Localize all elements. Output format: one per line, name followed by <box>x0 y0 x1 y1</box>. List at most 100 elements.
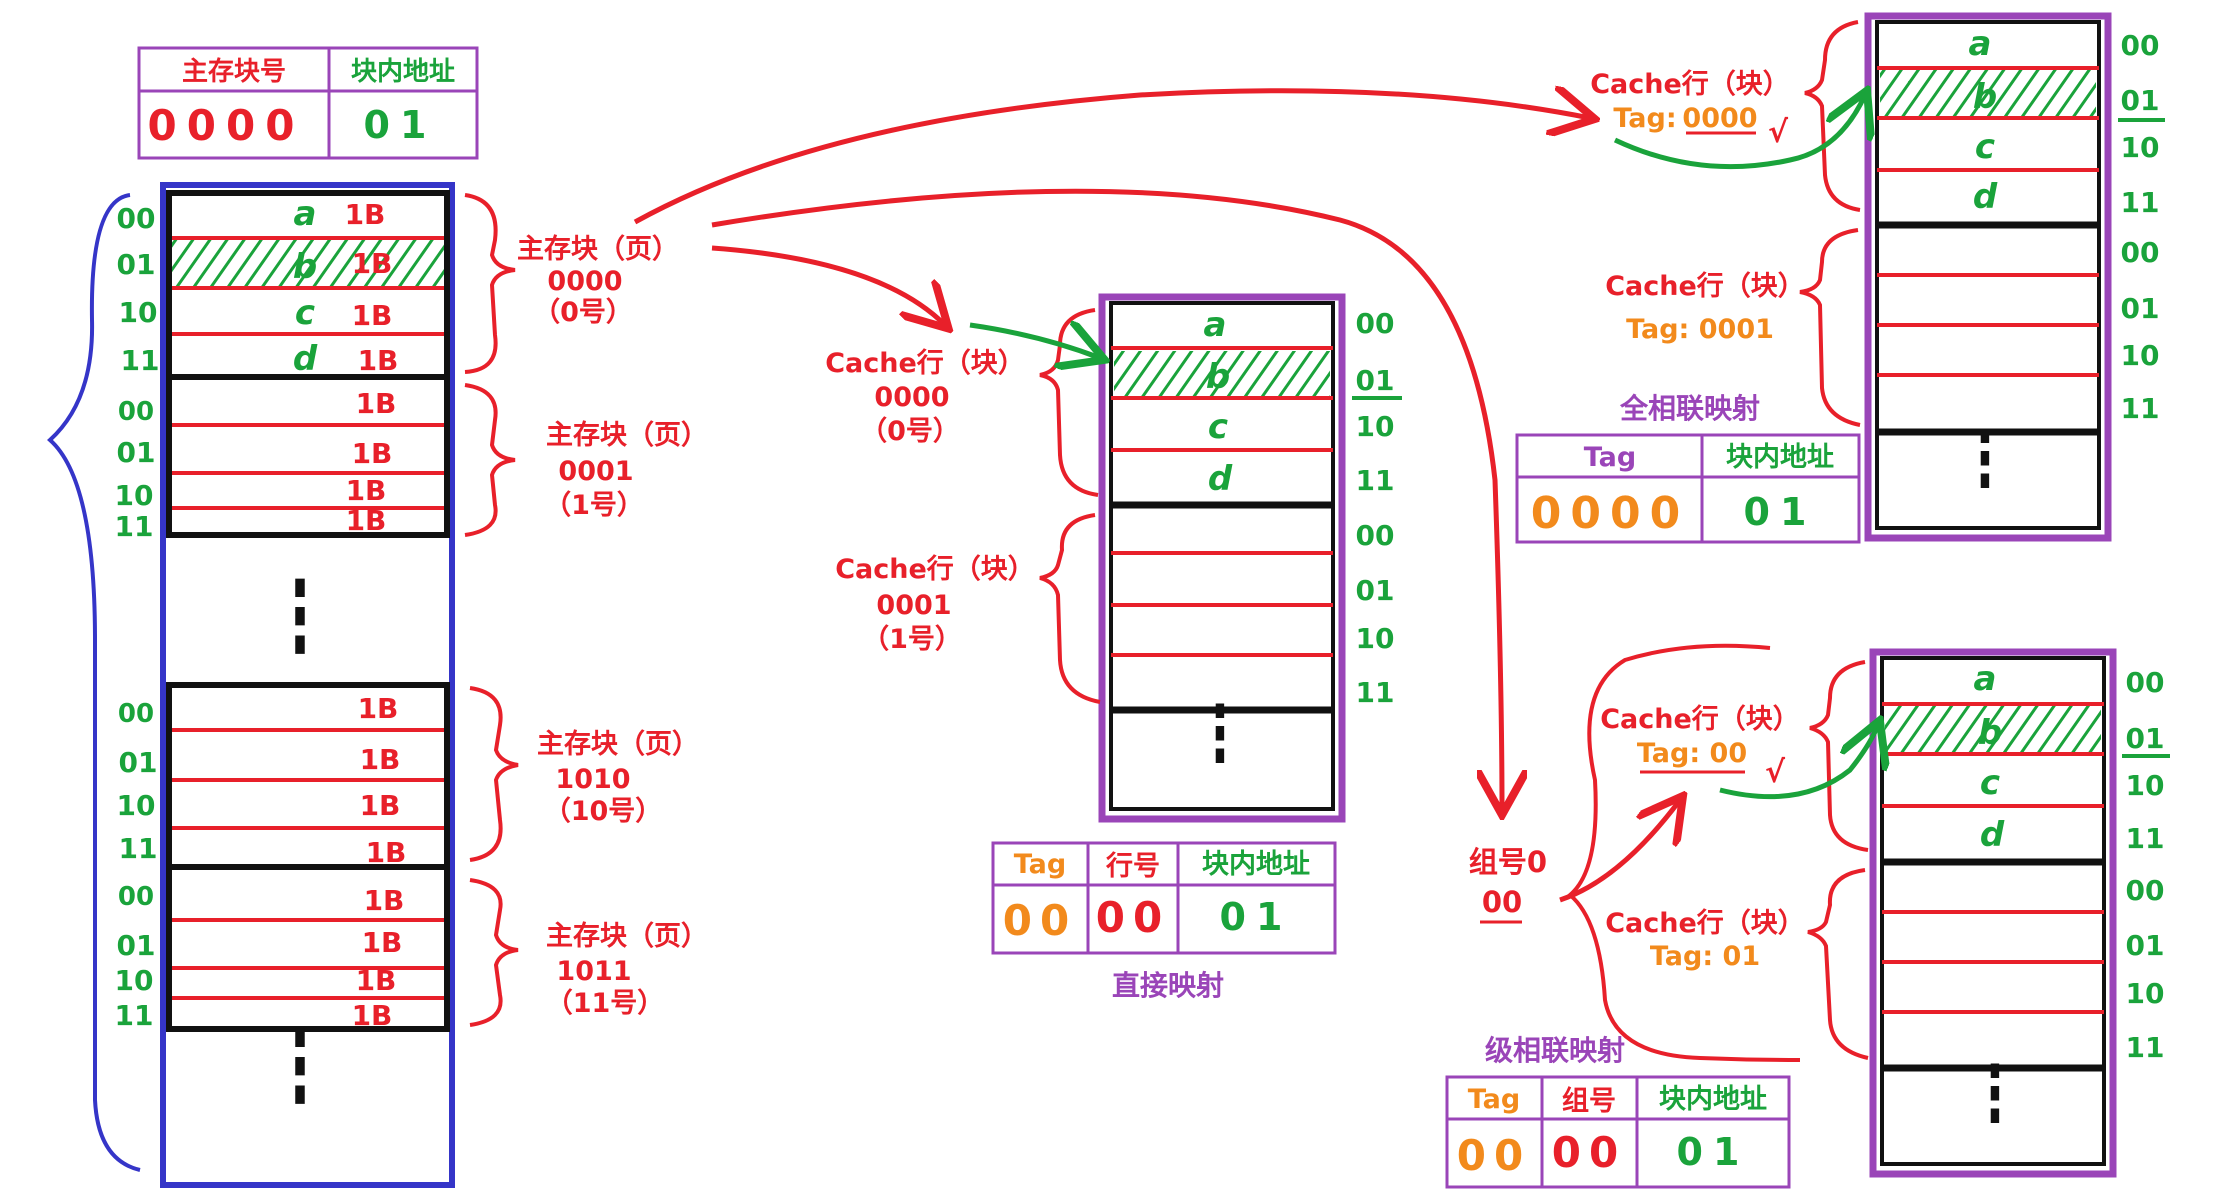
byte-label: 1B <box>360 789 401 822</box>
tag-value: 0000 <box>1531 488 1689 539</box>
offset-label: 00 <box>1356 307 1395 340</box>
tag-value: 0000 <box>1682 103 1757 134</box>
direct-address-table: Tag 行号 块内地址 00 00 01 <box>991 841 1337 955</box>
block-offset-value: 01 <box>1744 490 1817 534</box>
data-letter: d <box>1973 177 1998 217</box>
cache-line-label: Cache行（块） <box>1590 68 1790 100</box>
data-letter: b <box>1978 713 2002 753</box>
data-letter: a <box>1969 24 1992 64</box>
main-block-index: （11号） <box>546 988 665 1019</box>
main-block-number: 0001 <box>558 456 633 487</box>
byte-label: 1B <box>346 504 387 537</box>
line-number-value: 00 <box>1096 893 1170 942</box>
main-block-0: a b c d 1B 1B 1B 1B <box>166 190 450 380</box>
offset-label: 00 <box>2121 236 2160 269</box>
main-memory-offsets: 00 01 10 11 00 01 10 11 00 01 10 11 00 0… <box>115 202 160 1032</box>
block-offset-header: 块内地址 <box>1659 1084 1767 1115</box>
byte-label: 1B <box>356 387 397 420</box>
cache-line-index: （1号） <box>862 624 962 655</box>
green-arrow-full <box>1613 95 1865 170</box>
tag-prefix: Tag: <box>1613 103 1676 134</box>
block-offset-value: 01 <box>1220 895 1293 939</box>
data-letter: b <box>1206 357 1230 397</box>
offset-label: 10 <box>119 296 158 329</box>
offset-label: 00 <box>1356 519 1395 552</box>
main-block-number: 1011 <box>556 956 631 987</box>
byte-label: 1B <box>352 299 393 332</box>
offset-label: 11 <box>121 344 160 377</box>
offset-label: 10 <box>2126 977 2165 1010</box>
main-block-11: 1B 1B 1B 1B <box>166 864 450 1032</box>
offset-label: 11 <box>2121 392 2160 425</box>
main-block-index: （0号） <box>533 297 633 328</box>
offset-label: 01 <box>117 436 156 469</box>
direct-offsets: 00 01 10 11 00 01 10 11 <box>1352 307 1402 709</box>
offset-label: 11 <box>115 999 154 1032</box>
group-label: 组号0 <box>1469 845 1547 879</box>
offset-label: 11 <box>1356 676 1395 709</box>
offset-label: 01 <box>117 248 156 281</box>
tag-header: Tag <box>1014 849 1066 880</box>
tag-header: Tag <box>1468 1084 1520 1115</box>
set-address-table: Tag 组号 块内地址 00 00 01 <box>1445 1075 1791 1189</box>
full-address-table: Tag 块内地址 0000 01 <box>1515 433 1861 544</box>
offset-label: 00 <box>2121 29 2160 62</box>
cache-line-label: Cache行（块） <box>835 553 1035 585</box>
data-letter: b <box>293 247 317 287</box>
offset-label: 00 <box>2126 666 2165 699</box>
byte-label: 1B <box>362 926 403 959</box>
block-offset-header: 块内地址 <box>351 57 455 87</box>
main-block-10: 1B 1B 1B 1B <box>166 682 450 870</box>
byte-label: 1B <box>352 999 393 1032</box>
data-letter: c <box>1975 127 1995 167</box>
offset-label: 11 <box>1356 464 1395 497</box>
set-associative-cache: a b c d ⋮ 00 01 10 11 00 01 10 11 Cache行… <box>1445 643 2170 1189</box>
tag-header: Tag <box>1584 442 1636 473</box>
main-address-table: 主存块号 块内地址 0000 01 <box>137 46 479 160</box>
byte-label: 1B <box>345 198 386 231</box>
block-offset-header: 块内地址 <box>1726 442 1834 473</box>
byte-label: 1B <box>366 836 407 869</box>
offset-label: 10 <box>115 479 154 512</box>
main-block-number: 0000 <box>547 266 622 297</box>
offset-label: 10 <box>115 964 154 997</box>
data-letter: a <box>1204 305 1227 345</box>
data-letter: c <box>1980 763 2000 803</box>
offset-label: 00 <box>118 699 154 729</box>
main-block-number-header: 主存块号 <box>182 57 286 87</box>
offset-label: 10 <box>2121 131 2160 164</box>
group-value: 00 <box>1482 885 1522 919</box>
fully-associative-cache: a b c d ⋮ 00 01 10 11 00 01 10 11 Cache行… <box>1515 12 2165 544</box>
main-memory: a b c d 1B 1B 1B 1B 1B 1B 1B 1B ⋮ 1 <box>47 182 708 1188</box>
hatched-cell <box>1114 351 1330 397</box>
byte-label: 1B <box>352 437 393 470</box>
offset-label: 01 <box>117 929 156 962</box>
offset-label: 11 <box>2126 1031 2165 1064</box>
data-letter: c <box>295 293 315 333</box>
cache-line-label: Cache行（块） <box>1605 907 1805 939</box>
offset-label: 01 <box>2126 722 2165 755</box>
data-letter: b <box>1973 77 1997 117</box>
set-offsets: 00 01 10 11 00 01 10 11 <box>2122 666 2170 1064</box>
main-block-index: （10号） <box>544 796 663 827</box>
offset-label: 10 <box>1356 622 1395 655</box>
cache-line-tag: Tag: 0001 <box>1626 314 1774 345</box>
cache-line-label: Cache行（块） <box>1605 270 1805 302</box>
main-block-label: 主存块（页） <box>546 420 708 451</box>
offset-label: 10 <box>1356 410 1395 443</box>
main-block-labels: 主存块（页） 0000 （0号） 主存块（页） 0001 （1号） 主存块（页）… <box>464 193 708 1027</box>
main-block-number-value: 0000 <box>148 101 305 150</box>
offset-label: 10 <box>2121 339 2160 372</box>
offset-label: 01 <box>1356 574 1395 607</box>
byte-label: 1B <box>358 692 399 725</box>
offset-label: 01 <box>2126 929 2165 962</box>
main-block-label: 主存块（页） <box>537 729 699 760</box>
offset-label: 11 <box>2126 822 2165 855</box>
hatched-cell <box>172 240 444 286</box>
arrow-group-to-set <box>1559 800 1680 903</box>
ellipsis-dots: ⋮ <box>273 560 327 674</box>
offset-label: 00 <box>118 882 154 912</box>
data-letter: a <box>1974 659 1997 699</box>
block-offset-value: 01 <box>1677 1130 1750 1174</box>
